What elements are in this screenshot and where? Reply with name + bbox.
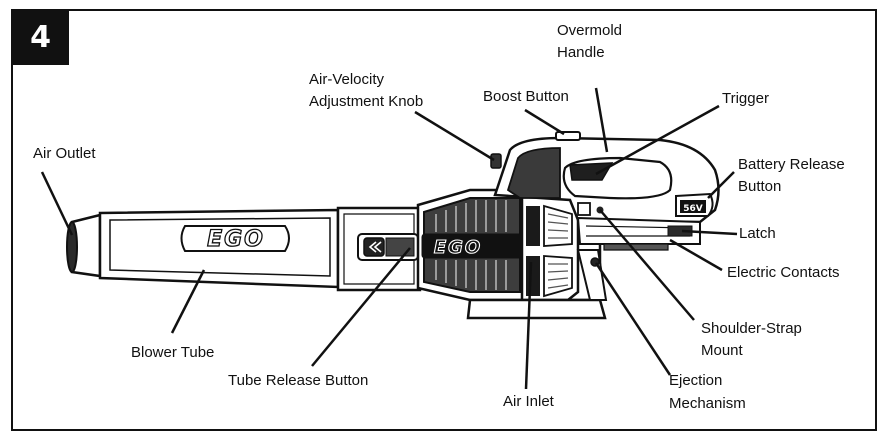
body-brand-logo: EGO — [434, 237, 482, 258]
label-latch: Latch — [739, 225, 776, 242]
leader-lines — [40, 87, 738, 390]
label-air-velocity-knob-line1: Air-Velocity — [309, 71, 385, 88]
label-boost-button: Boost Button — [483, 88, 569, 105]
tube-release-assembly — [357, 233, 419, 261]
air-outlet-opening — [66, 221, 78, 273]
diagram-frame — [11, 9, 877, 431]
label-electric-contacts: Electric Contacts — [727, 264, 840, 281]
handle: 56V — [490, 131, 720, 251]
battery-voltage-badge: 56V — [683, 204, 703, 214]
air-velocity-knob — [490, 153, 502, 169]
label-blower-tube: Blower Tube — [131, 344, 215, 361]
label-ejection-mechanism-line1: Ejection — [669, 372, 723, 389]
label-air-inlet: Air Inlet — [503, 393, 554, 410]
label-ejection-mechanism-line2: Mechanism — [669, 395, 746, 412]
step-number-badge: 4 — [12, 10, 69, 65]
electric-contacts — [603, 243, 669, 251]
motor-housing: EGO — [416, 188, 602, 302]
label-air-velocity-knob-line2: Adjustment Knob — [309, 93, 424, 110]
label-overmold-handle-line2: Handle — [557, 44, 605, 61]
base-stand — [466, 298, 607, 320]
trigger — [569, 162, 614, 181]
label-tube-release-button: Tube Release Button — [228, 372, 369, 389]
shoulder-strap-mount — [577, 202, 591, 216]
label-shoulder-strap-line2: Mount — [701, 342, 743, 359]
label-battery-release-line2: Button — [738, 178, 782, 195]
label-battery-release-line1: Battery Release — [738, 156, 845, 173]
label-air-outlet: Air Outlet — [33, 145, 96, 162]
boost-button — [555, 131, 581, 141]
label-shoulder-strap-line1: Shoulder-Strap — [701, 320, 802, 337]
label-trigger: Trigger — [722, 90, 769, 107]
label-overmold-handle-line1: Overmold — [557, 22, 623, 39]
tube-brand-logo: EGO — [207, 227, 265, 252]
